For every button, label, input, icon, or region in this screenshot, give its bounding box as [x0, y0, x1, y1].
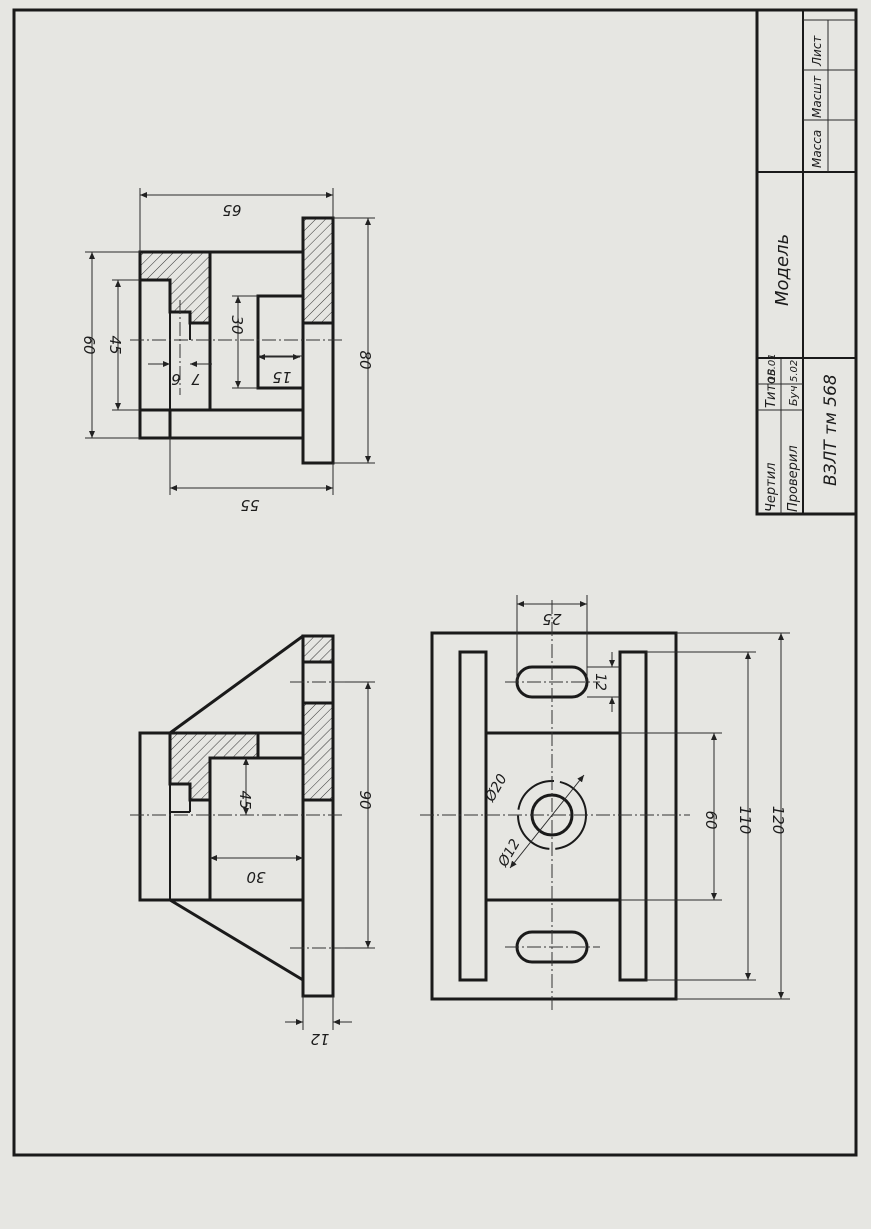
dim-65: 65: [222, 201, 241, 219]
dim-45-front: 45: [236, 790, 254, 809]
dim-25: 25: [542, 610, 561, 628]
dim-30-front: 30: [246, 868, 265, 886]
sheet-label: Лист: [810, 35, 824, 67]
title-block: Чертил Титов 15.01 Проверил Буч 5.02 ВЗЛ…: [755, 8, 858, 516]
dim-15: 15: [272, 368, 291, 386]
mass-label: Масса: [810, 130, 824, 168]
drawing-code: ВЗЛТ тм 568: [821, 374, 841, 486]
dim-60: 60: [80, 335, 98, 354]
dim-60-plan: 60: [702, 810, 720, 829]
checked-label: Проверил: [786, 445, 801, 512]
drawn-date: 15.01: [767, 353, 778, 382]
drawn-label: Чертил: [764, 463, 779, 513]
dim-45-side: 45: [106, 335, 124, 354]
dim-6: 6: [171, 370, 181, 388]
front-base-hatch-b: [301, 701, 335, 802]
side-section-hatch: [138, 250, 212, 325]
side-view: 65 60 45 7 6 30 15 80 55: [80, 188, 375, 514]
side-base-hatch: [301, 216, 335, 325]
drawn-name: Титов: [764, 368, 779, 408]
dim-7: 7: [191, 370, 201, 388]
checked-name: Буч: [787, 385, 800, 406]
scale-label: Масшт: [810, 75, 824, 118]
front-view: 45 30 90 12: [130, 634, 375, 1048]
dim-12-plan: 12: [592, 673, 608, 691]
drawing-frame: [12, 8, 858, 1157]
dim-90: 90: [356, 790, 374, 809]
dim-30-side: 30: [228, 315, 246, 334]
plan-view: 25 12 Ø20 Ø12 60 110 120: [420, 595, 790, 1012]
front-base-hatch-a: [301, 634, 335, 664]
dim-120: 120: [769, 806, 787, 835]
dim-55: 55: [240, 496, 259, 514]
checked-date: 5.02: [789, 360, 800, 382]
drawing-title: Модель: [772, 234, 793, 306]
dim-110: 110: [736, 806, 754, 835]
dim-12-front: 12: [310, 1030, 329, 1048]
dim-80: 80: [356, 350, 374, 369]
